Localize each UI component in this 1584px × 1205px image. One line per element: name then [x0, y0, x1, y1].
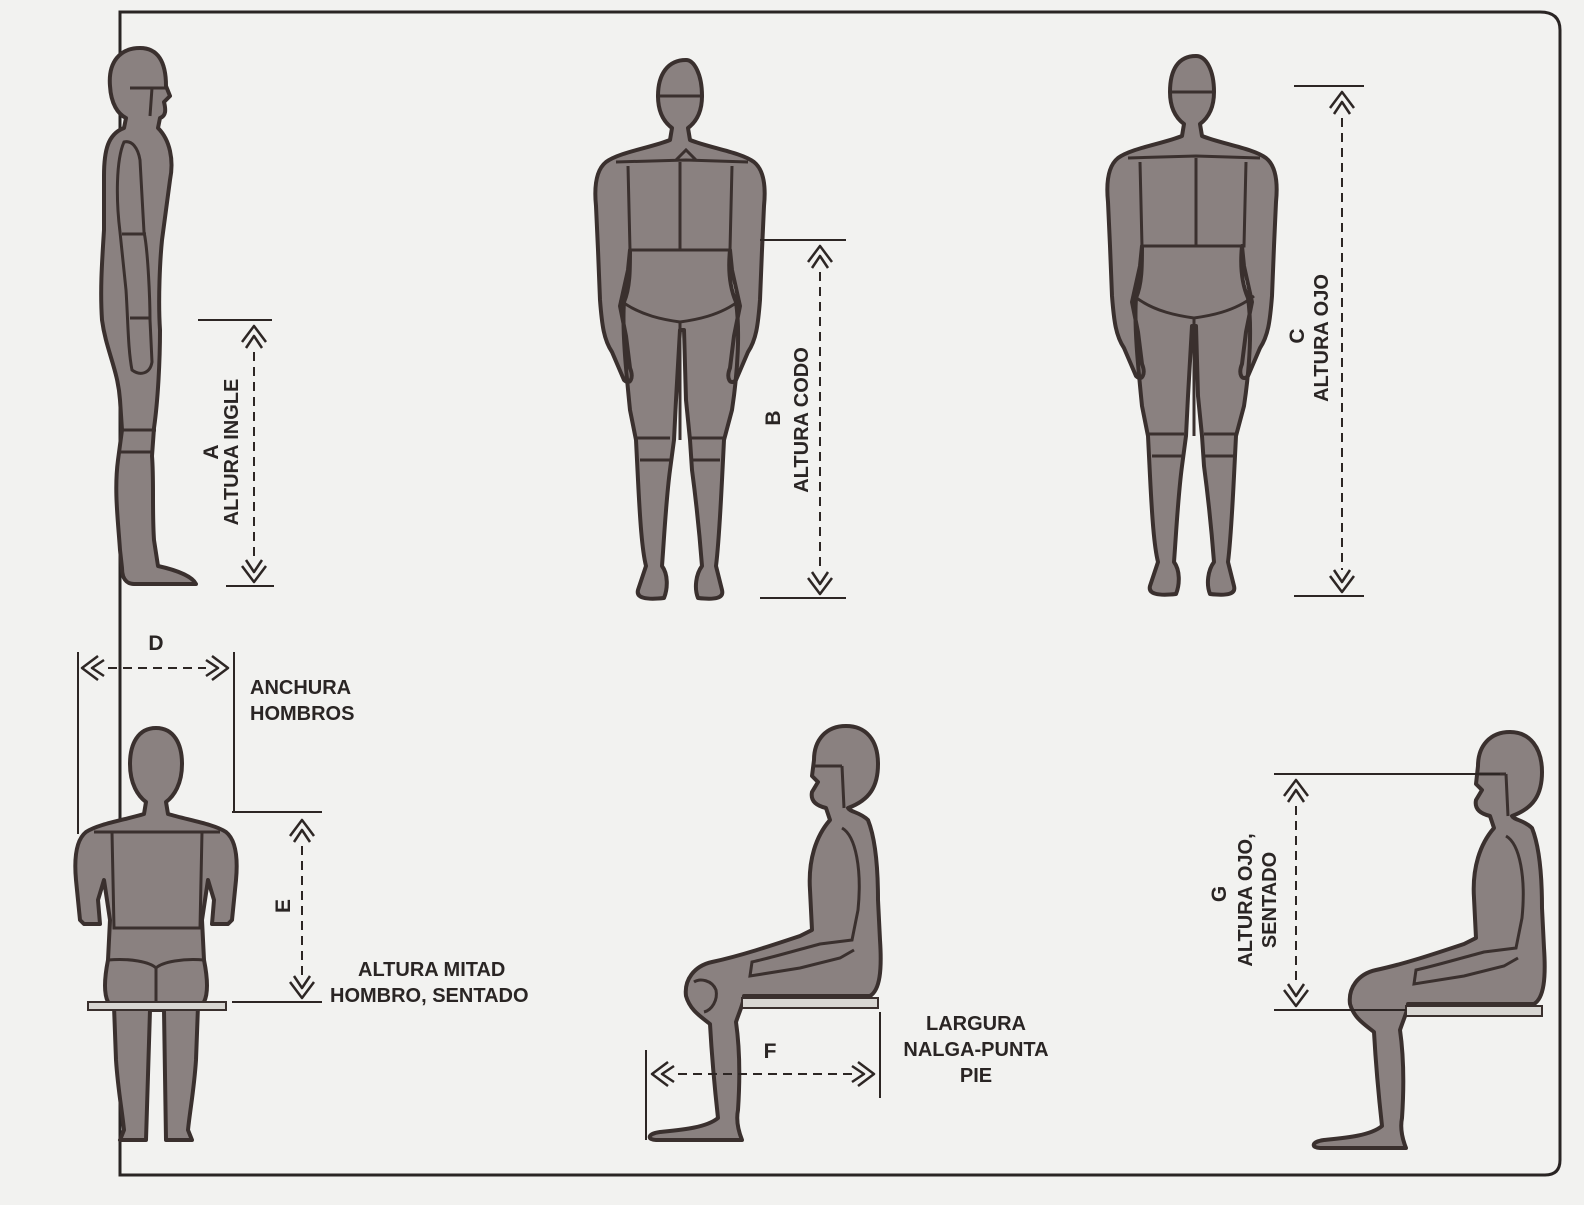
dimension-c-label: ALTURA OJO — [1311, 274, 1333, 402]
dimension-f — [646, 1012, 880, 1140]
figure-standing-side — [101, 48, 196, 584]
dimension-e-letter: E — [272, 899, 295, 913]
dimension-f-label-1: LARGURA — [926, 1013, 1026, 1035]
dimension-e-label-2: HOMBRO, SENTADO — [330, 985, 529, 1007]
seat-side-g — [1406, 1006, 1542, 1016]
dimension-e-label-1: ALTURA MITAD — [358, 959, 505, 981]
dimension-f-label-2: NALGA-PUNTA — [903, 1039, 1048, 1061]
dimension-g-label-2: SENTADO — [1259, 852, 1281, 948]
dimension-d-letter: D — [148, 632, 163, 655]
dimension-d-label-2: HOMBROS — [250, 703, 354, 725]
dimension-f-letter: F — [764, 1040, 777, 1063]
seat-back-view — [88, 1002, 226, 1010]
figure-seated-side-g — [1314, 732, 1545, 1148]
seat-side-f — [742, 998, 878, 1008]
dimension-f-label-3: PIE — [960, 1065, 992, 1087]
dimension-g-label-1: ALTURA OJO, — [1235, 833, 1257, 966]
figure-standing-front-eye — [1107, 56, 1276, 595]
dimension-d-label-1: ANCHURA — [250, 677, 351, 699]
dimension-b-label: ALTURA CODO — [791, 347, 813, 493]
dimension-a-letter: A — [200, 444, 223, 459]
figure-seated-back — [75, 728, 236, 1140]
figure-seated-side-f — [650, 726, 881, 1140]
dimension-g-letter: G — [1208, 886, 1231, 902]
dimension-b-letter: B — [762, 410, 785, 425]
dimension-c-letter: C — [1286, 328, 1309, 343]
figure-standing-front — [595, 60, 764, 599]
dimension-a-label: ALTURA INGLE — [221, 379, 243, 526]
